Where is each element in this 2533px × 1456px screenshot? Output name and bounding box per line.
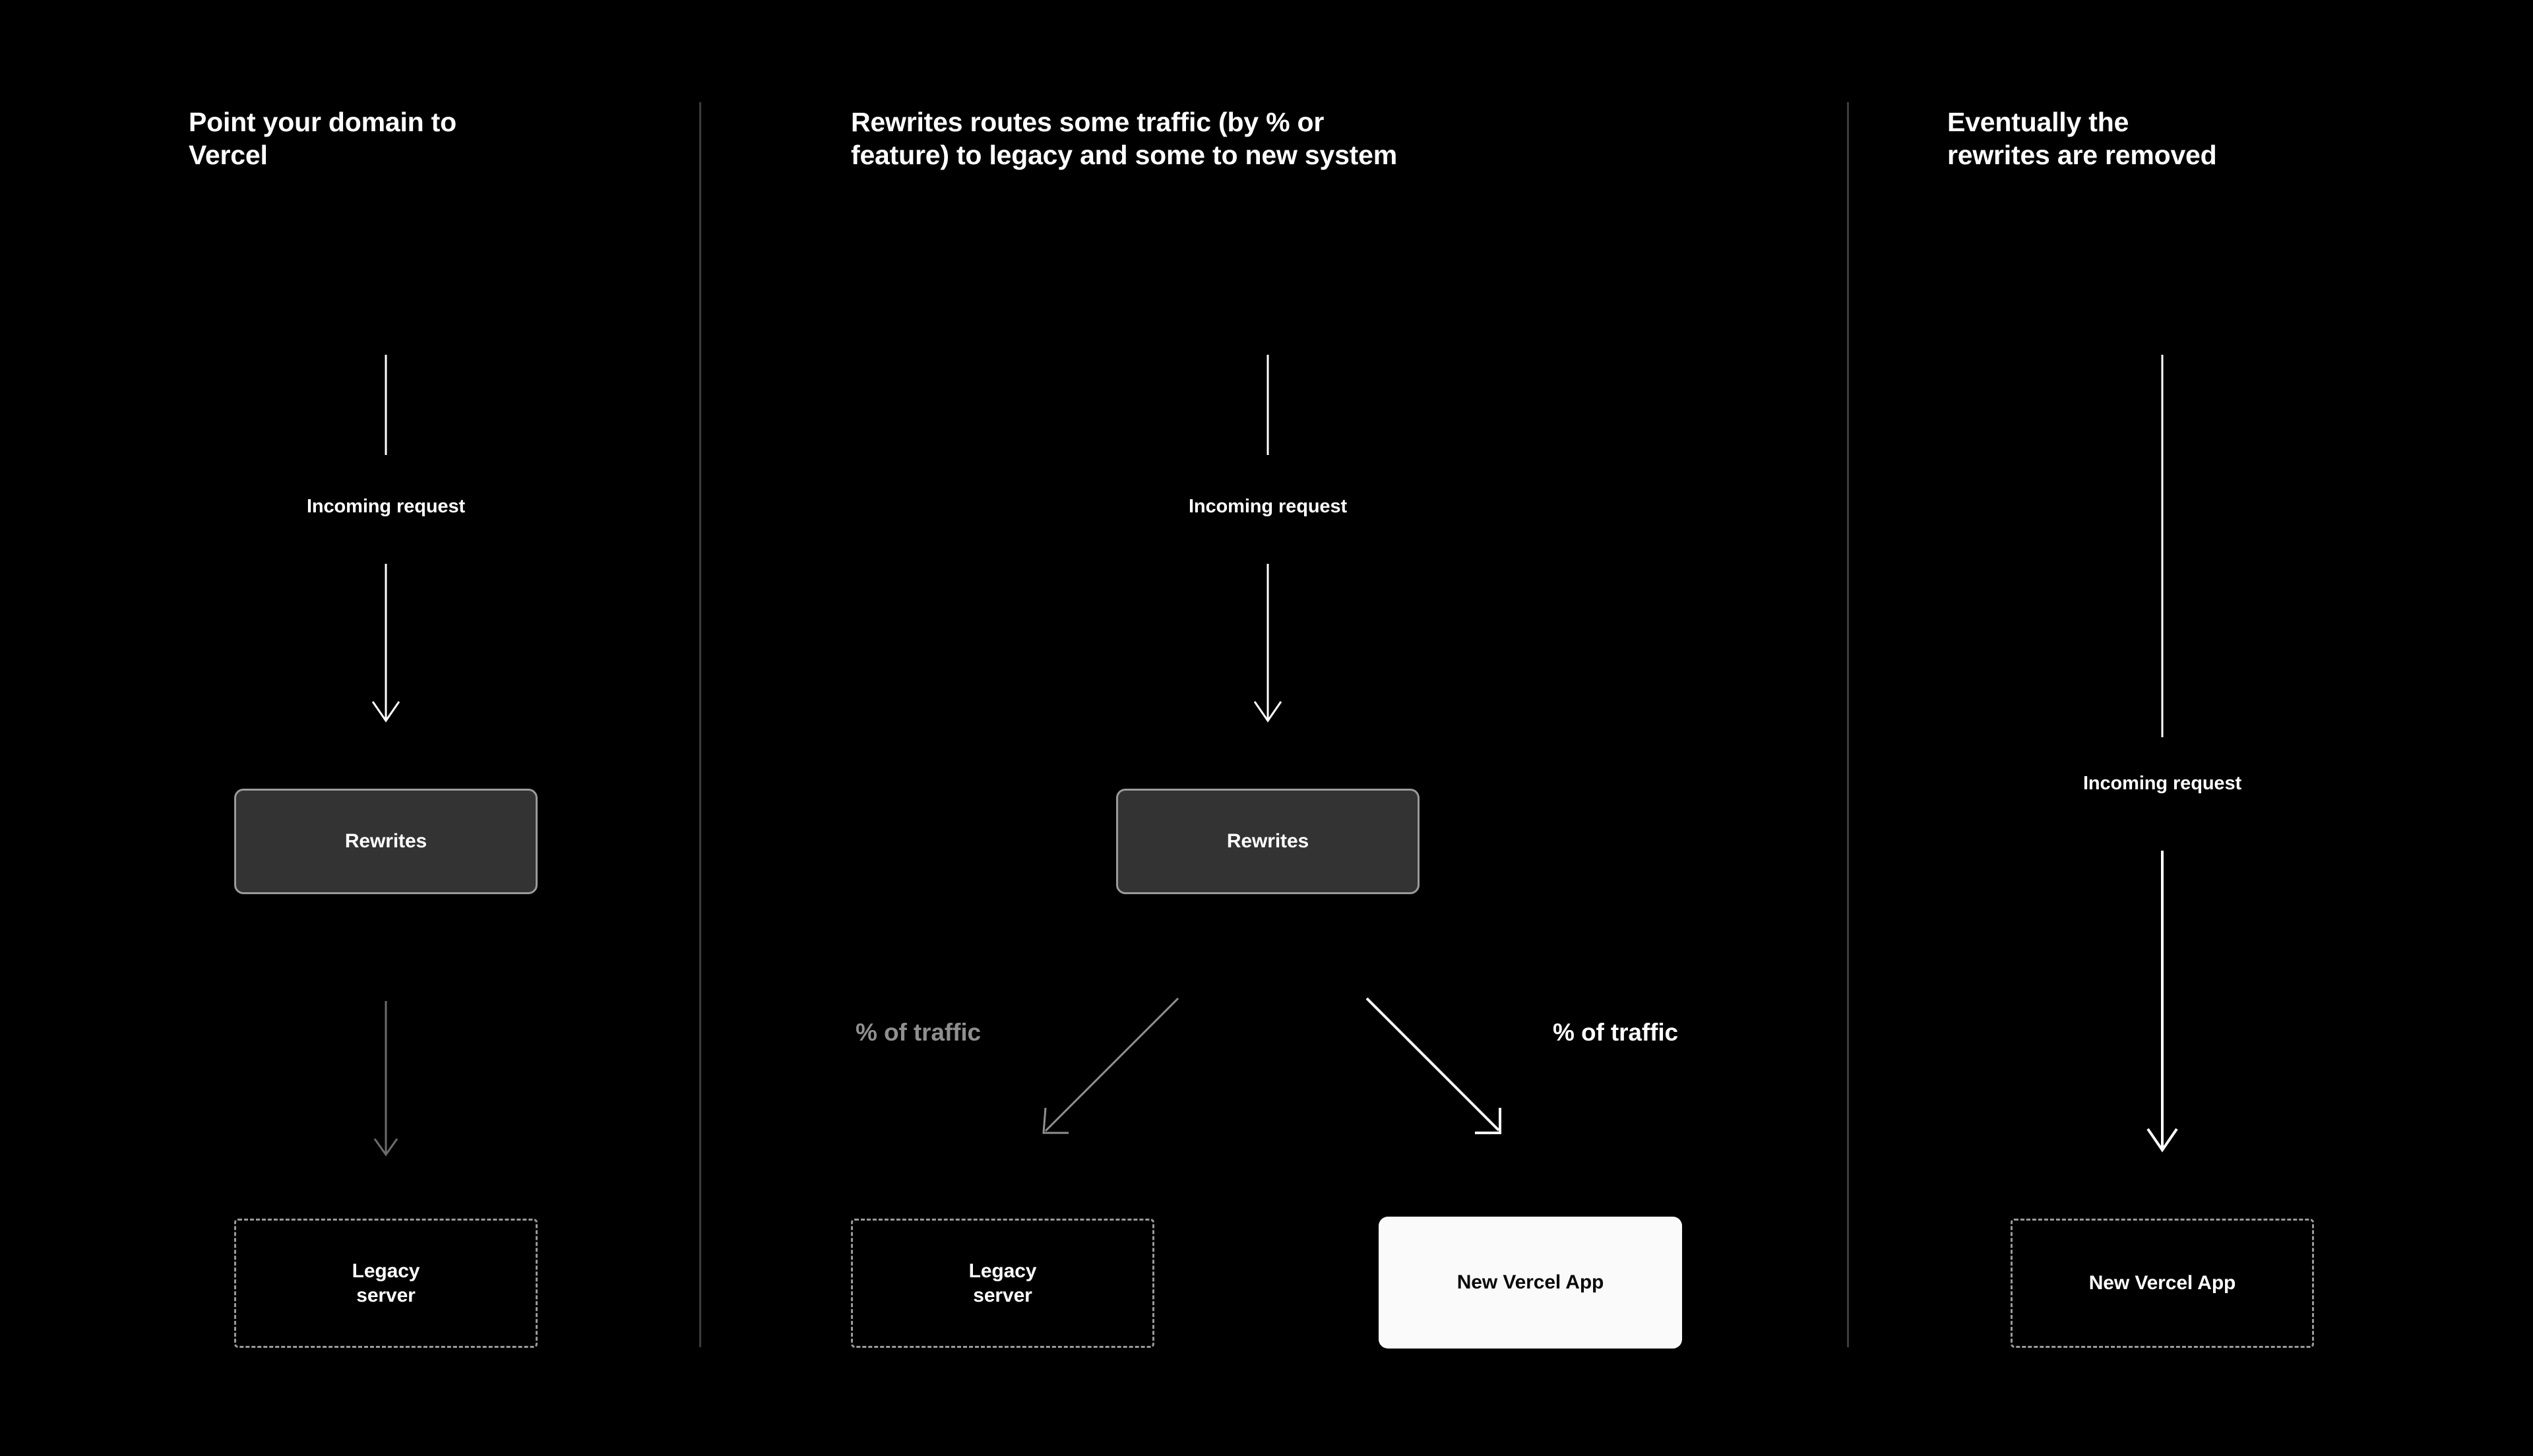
- col2-pct-traffic-right-label: % of traffic: [1553, 1019, 1678, 1046]
- col3-incoming-request-label: Incoming request: [2082, 773, 2242, 794]
- col2-rewrites-node[interactable]: Rewrites: [1116, 789, 1420, 894]
- column-divider-1: [699, 102, 701, 1347]
- column-title-1: Point your domain to Vercel: [189, 107, 456, 171]
- col2-legacy-server-node[interactable]: Legacy server: [851, 1219, 1154, 1348]
- col3-new-vercel-app-node[interactable]: New Vercel App: [2011, 1219, 2314, 1348]
- col1-legacy-server-node[interactable]: Legacy server: [234, 1219, 538, 1348]
- col2-pct-traffic-left-label: % of traffic: [856, 1019, 981, 1046]
- col1-to-legacy-arrow: [373, 1001, 398, 1157]
- col2-incoming-request-label: Incoming request: [1188, 496, 1348, 517]
- column-title-2: Rewrites routes some traffic (by % or fe…: [851, 107, 1397, 171]
- col3-to-new-app-arrow: [2146, 851, 2178, 1153]
- col1-rewrites-node[interactable]: Rewrites: [234, 789, 538, 894]
- col2-to-legacy-arrow: [1042, 997, 1179, 1134]
- col1-to-rewrites-arrow: [371, 564, 400, 723]
- col2-to-new-app-arrow: [1365, 997, 1501, 1134]
- col2-to-rewrites-arrow: [1253, 564, 1282, 723]
- column-title-3: Eventually the rewrites are removed: [1947, 107, 2217, 171]
- col2-new-vercel-app-node[interactable]: New Vercel App: [1379, 1217, 1682, 1349]
- column-divider-2: [1847, 102, 1849, 1347]
- col1-incoming-request-label: Incoming request: [306, 496, 466, 517]
